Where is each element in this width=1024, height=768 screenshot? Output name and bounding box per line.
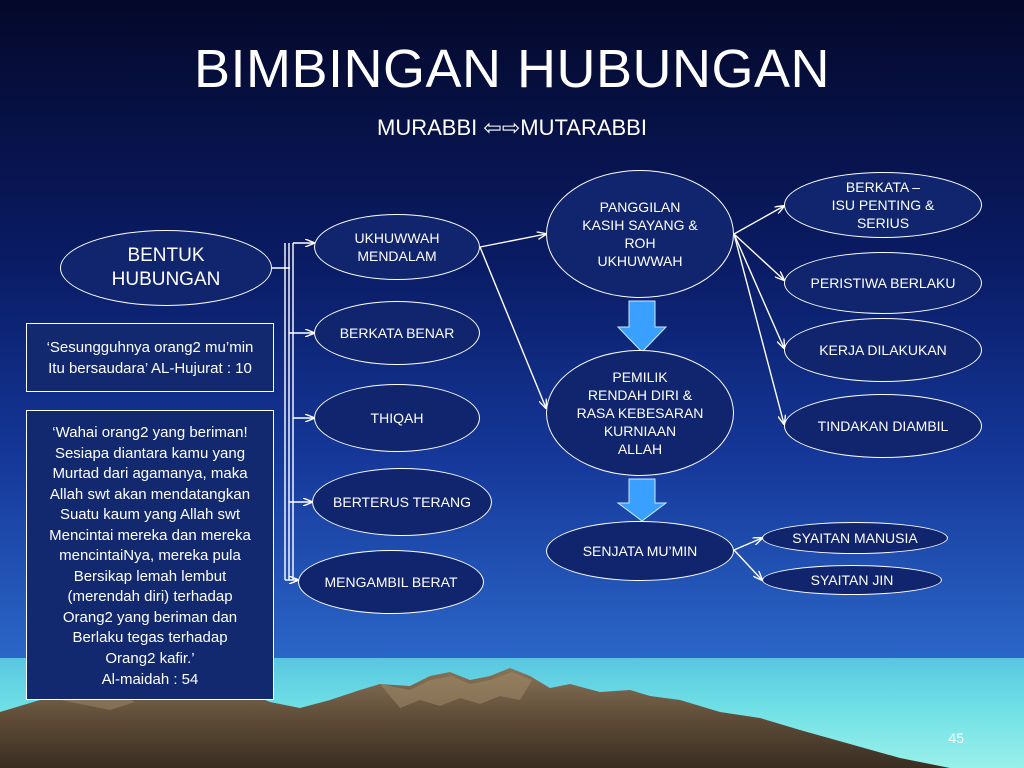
slide-subtitle: MURABBI ⇦⇨MUTARABBI bbox=[377, 115, 647, 140]
node-berkata-benar: BERKATA BENAR bbox=[314, 301, 480, 365]
arrow-ukhuwwah-to-panggilan bbox=[479, 234, 546, 248]
mountain-ridge-highlight bbox=[380, 672, 532, 708]
node-bentuk-hubungan: BENTUK HUBUNGAN bbox=[60, 230, 272, 306]
down-arrow-2 bbox=[616, 478, 668, 522]
arrow-senjata-to-syaitan-manusia bbox=[733, 538, 762, 551]
arrow-panggilan-to-peristiwa bbox=[733, 233, 784, 280]
node-syaitan-manusia: SYAITAN MANUSIA bbox=[762, 522, 948, 554]
arrow-panggilan-to-berkata-isu bbox=[733, 206, 784, 235]
node-pemilik-rendah-diri: PEMILIK RENDAH DIRI & RASA KEBESARAN KUR… bbox=[546, 350, 734, 476]
arrow-senjata-to-syaitan-jin bbox=[733, 549, 762, 580]
quote-al-maidah: ‘Wahai orang2 yang beriman! Sesiapa dian… bbox=[26, 410, 274, 700]
arrow-ukhuwwah-to-pemilik bbox=[479, 246, 546, 408]
node-kerja-dilakukan: KERJA DILAKUKAN bbox=[784, 318, 982, 382]
quote-al-hujurat: ‘Sesungguhnya orang2 mu’min Itu bersauda… bbox=[26, 323, 274, 392]
node-berkata-isu-penting: BERKATA – ISU PENTING & SERIUS bbox=[784, 172, 982, 238]
arrow-panggilan-to-tindakan bbox=[733, 233, 784, 424]
slide-title: BIMBINGAN HUBUNGAN bbox=[193, 39, 831, 99]
arrow-panggilan-to-kerja bbox=[733, 233, 784, 348]
down-arrow-1 bbox=[616, 300, 668, 353]
page-number: 45 bbox=[948, 730, 964, 746]
node-syaitan-jin: SYAITAN JIN bbox=[762, 565, 942, 595]
node-berterus-terang: BERTERUS TERANG bbox=[312, 468, 492, 536]
node-thiqah: THIQAH bbox=[314, 384, 480, 452]
node-senjata-mumin: SENJATA MU’MIN bbox=[546, 521, 734, 581]
node-ukhuwwah-mendalam: UKHUWWAH MENDALAM bbox=[314, 214, 480, 280]
node-peristiwa-berlaku: PERISTIWA BERLAKU bbox=[784, 252, 982, 314]
node-tindakan-diambil: TINDAKAN DIAMBIL bbox=[784, 394, 982, 458]
node-panggilan-kasih-sayang: PANGGILAN KASIH SAYANG & ROH UKHUWWAH bbox=[546, 170, 734, 298]
node-mengambil-berat: MENGAMBIL BERAT bbox=[298, 550, 484, 614]
